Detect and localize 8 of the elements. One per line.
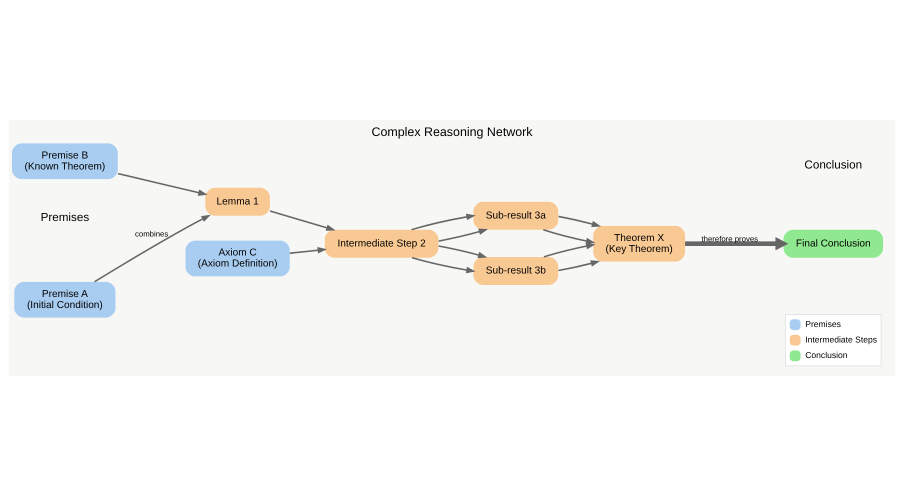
legend-label: Conclusion: [805, 349, 848, 360]
legend-label: Premises: [805, 318, 841, 328]
diagram-title: Complex Reasoning Network: [371, 124, 533, 139]
legend-label: Intermediate Steps: [805, 334, 878, 344]
edge-label: combines: [135, 229, 168, 238]
edge-label: therefore proves: [702, 234, 758, 243]
label: Conclusion: [804, 158, 862, 172]
label: Premises: [40, 210, 90, 224]
